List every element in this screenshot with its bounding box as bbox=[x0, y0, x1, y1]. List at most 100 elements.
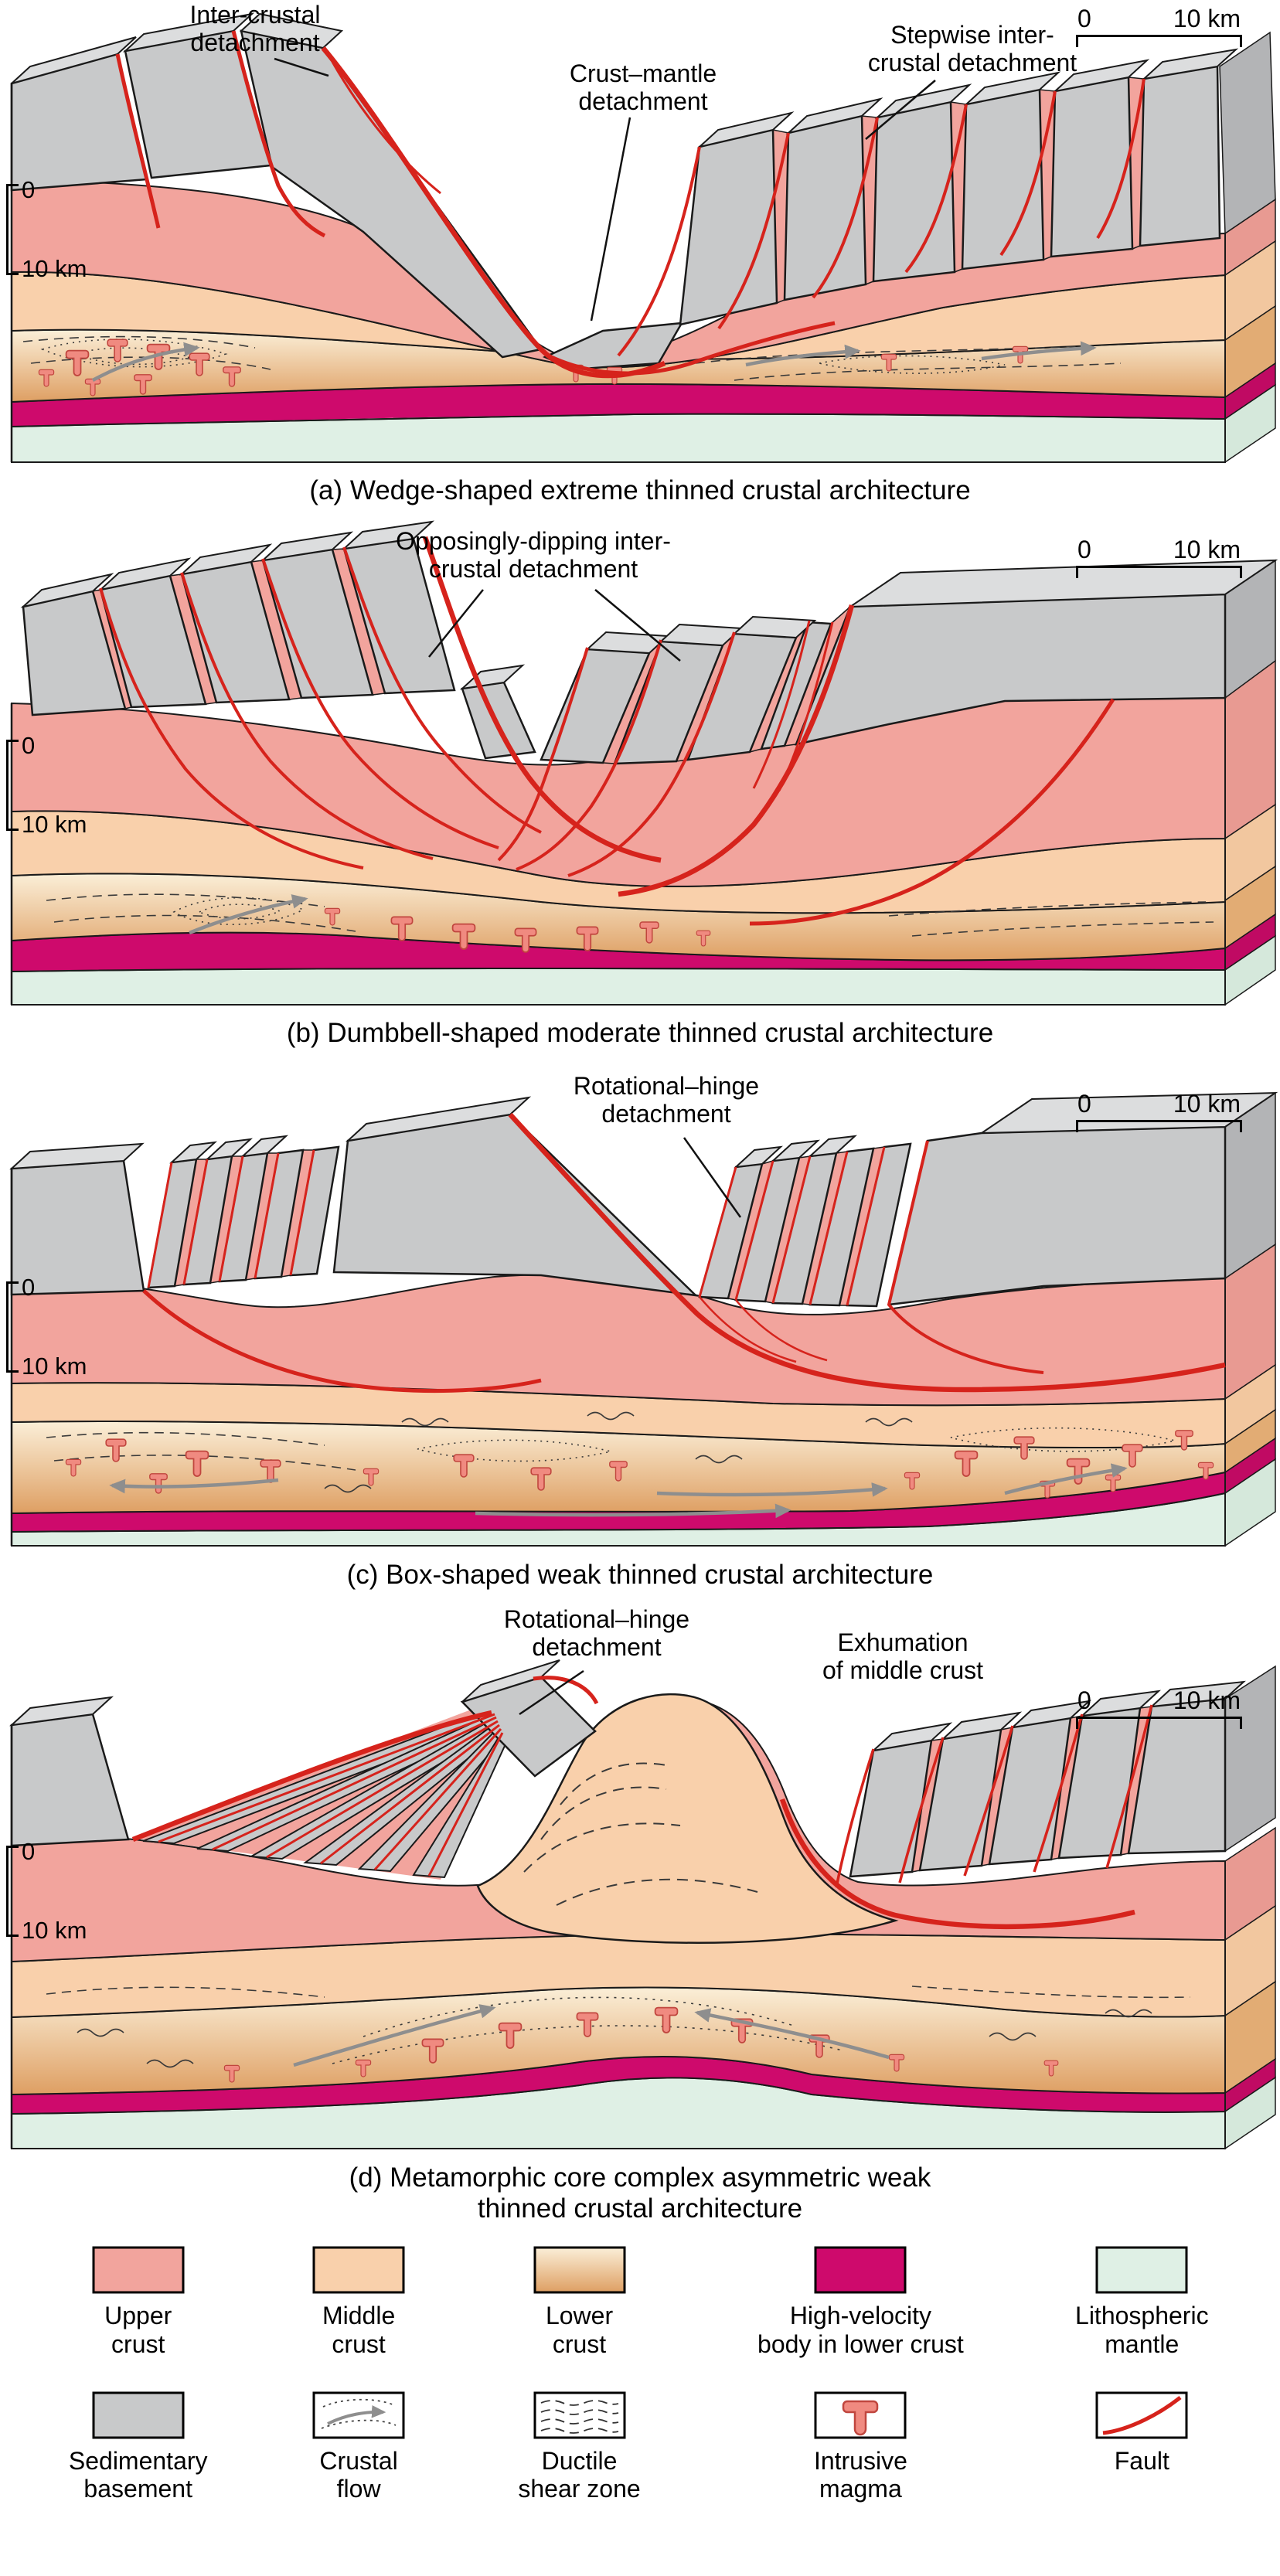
lithospheric-mantle-layer bbox=[11, 968, 1226, 1006]
legend-item-lithospheric-mantle: Lithospheric mantle bbox=[1032, 2246, 1252, 2359]
fault-lines bbox=[131, 1676, 1153, 1930]
lower-crust-swatch bbox=[533, 2246, 626, 2294]
side-face bbox=[1224, 1091, 1276, 1547]
fault-icon bbox=[1095, 2391, 1188, 2439]
scale-bar: 0 10 km bbox=[1076, 536, 1242, 578]
basement-top-faces bbox=[9, 1091, 1278, 1170]
label-leader-lines bbox=[274, 57, 936, 322]
legend-item-lower-crust: Lower crust bbox=[469, 2246, 689, 2359]
depth-scale: 0 10 km bbox=[6, 732, 87, 838]
scale-bar: 0 10 km bbox=[1076, 1686, 1242, 1729]
ductile-shear-zone-icon bbox=[533, 2391, 626, 2439]
fault-lines bbox=[115, 30, 1146, 379]
legend-item-crustal-flow: Crustal flow bbox=[248, 2391, 468, 2504]
middle-crust-swatch bbox=[312, 2246, 405, 2294]
lithospheric-mantle-swatch bbox=[1095, 2246, 1188, 2294]
scale-zero: 0 bbox=[1077, 536, 1091, 563]
depth-zero: 0 bbox=[22, 176, 36, 203]
scale-zero: 0 bbox=[1077, 1686, 1091, 1714]
label-inter-crustal-detachment: Inter-crustal detachment bbox=[189, 1, 321, 56]
fault-lines bbox=[142, 1112, 1226, 1393]
scale-ten: 10 km bbox=[1173, 1090, 1241, 1118]
depth-ten: 10 km bbox=[22, 811, 87, 838]
caption-a: (a) Wedge-shaped extreme thinned crustal… bbox=[309, 475, 971, 505]
crust-layers bbox=[11, 1274, 1226, 1547]
upper-crust-swatch bbox=[92, 2246, 185, 2294]
legend-row-1: Upper crust Middle crust Lower crust bbox=[0, 2246, 1280, 2359]
label-exhumation-middle-crust: Exhumation of middle crust bbox=[822, 1628, 984, 1684]
crustal-flow-arrows bbox=[293, 2004, 890, 2067]
depth-zero: 0 bbox=[22, 1274, 36, 1301]
crustal-flow-arrows bbox=[189, 894, 308, 935]
depth-ten: 10 km bbox=[22, 1353, 87, 1380]
depth-zero: 0 bbox=[22, 732, 36, 759]
exhumed-middle-crust-dome bbox=[476, 1693, 899, 1944]
legend-row-2: Sedimentary basement Crustal flow bbox=[0, 2391, 1280, 2504]
intrusive-magma-icon bbox=[814, 2391, 907, 2439]
scale-ten: 10 km bbox=[1173, 1686, 1241, 1714]
legend-item-high-velocity-body: High-velocity body in lower crust bbox=[689, 2246, 1031, 2359]
scale-bar: 0 10 km bbox=[1076, 1090, 1242, 1132]
legend-item-upper-crust: Upper crust bbox=[28, 2246, 248, 2359]
scale-bar-line bbox=[1076, 35, 1242, 47]
panel-b-drawing bbox=[10, 520, 1278, 1006]
crustal-flow-arrows bbox=[109, 1463, 1128, 1519]
panel-a-drawing bbox=[10, 12, 1276, 464]
crust-layers bbox=[11, 178, 1226, 463]
legend-item-intrusive-magma: Intrusive magma bbox=[689, 2391, 1031, 2504]
lower-crust-texture bbox=[46, 893, 1214, 937]
caption-b: (b) Dumbbell-shaped moderate thinned cru… bbox=[286, 1018, 994, 1048]
side-face bbox=[1219, 31, 1276, 464]
panel-d-drawing bbox=[9, 1659, 1276, 2150]
crustal-flow-arrows bbox=[91, 341, 1097, 382]
upper-crust-layer bbox=[11, 1274, 1226, 1407]
panel-c: Rotational–hinge detachment 0 10 km 0 10… bbox=[0, 1059, 1280, 1600]
scale-ten: 10 km bbox=[1173, 5, 1241, 32]
legend-item-fault: Fault bbox=[1032, 2391, 1252, 2476]
scale-bar-line bbox=[1076, 1120, 1242, 1132]
sedimentary-basement-blocks bbox=[10, 29, 1221, 371]
scale-zero: 0 bbox=[1077, 5, 1091, 32]
label-leader-lines bbox=[519, 1669, 584, 1716]
basement-top-faces bbox=[9, 1659, 1246, 1752]
crust-layers bbox=[11, 692, 1226, 1006]
crustal-flow-icon bbox=[312, 2391, 405, 2439]
label-opposingly-dipping-detachment: Opposingly-dipping inter- crustal detach… bbox=[396, 527, 671, 583]
panel-d: Rotational–hinge detachment Exhumation o… bbox=[0, 1600, 1280, 2226]
scale-ten: 10 km bbox=[1173, 536, 1241, 563]
panel-a: Inter-crustal detachment Crust–mantle de… bbox=[0, 0, 1280, 514]
panel-b: Opposingly-dipping inter- crustal detach… bbox=[0, 514, 1280, 1059]
legend: Upper crust Middle crust Lower crust bbox=[0, 2226, 1280, 2576]
sedimentary-basement-blocks bbox=[22, 537, 1227, 765]
scale-bar-line bbox=[1076, 1717, 1242, 1729]
label-stepwise-detachment: Stepwise inter- crustal detachment bbox=[867, 21, 1077, 77]
depth-scale: 0 10 km bbox=[6, 1838, 87, 1944]
panel-c-drawing bbox=[9, 1091, 1278, 1547]
scale-bar: 0 10 km bbox=[1076, 5, 1242, 47]
side-face bbox=[1224, 559, 1276, 1006]
lower-crust-texture bbox=[46, 1411, 1176, 1493]
fault-lines bbox=[99, 536, 1115, 926]
lower-crust-texture bbox=[22, 335, 1122, 381]
label-rotational-hinge-detachment: Rotational–hinge detachment bbox=[503, 1605, 690, 1661]
side-face bbox=[1224, 1665, 1276, 2150]
depth-zero: 0 bbox=[22, 1838, 36, 1865]
sedimentary-basement-blocks bbox=[10, 1676, 1227, 1878]
depth-ten: 10 km bbox=[22, 255, 87, 282]
lower-crust-texture bbox=[46, 1986, 1191, 2068]
label-rotational-hinge-detachment: Rotational–hinge detachment bbox=[573, 1072, 760, 1128]
depth-scale: 0 10 km bbox=[6, 1274, 87, 1380]
legend-item-sedimentary-basement: Sedimentary basement bbox=[28, 2391, 248, 2504]
legend-item-ductile-shear-zone: Ductile shear zone bbox=[469, 2391, 689, 2504]
scale-zero: 0 bbox=[1077, 1090, 1091, 1118]
caption-c: (c) Box-shaped weak thinned crustal arch… bbox=[346, 1560, 934, 1590]
scale-bar-line bbox=[1076, 566, 1242, 578]
label-leader-lines bbox=[428, 589, 681, 662]
label-leader-lines bbox=[683, 1137, 742, 1218]
legend-item-middle-crust: Middle crust bbox=[248, 2246, 468, 2359]
caption-d: (d) Metamorphic core complex asymmetric … bbox=[349, 2163, 931, 2224]
label-crust-mantle-detachment: Crust–mantle detachment bbox=[569, 60, 717, 115]
sedimentary-basement-swatch bbox=[92, 2391, 185, 2439]
high-velocity-body-swatch bbox=[814, 2246, 907, 2294]
depth-ten: 10 km bbox=[22, 1917, 87, 1944]
